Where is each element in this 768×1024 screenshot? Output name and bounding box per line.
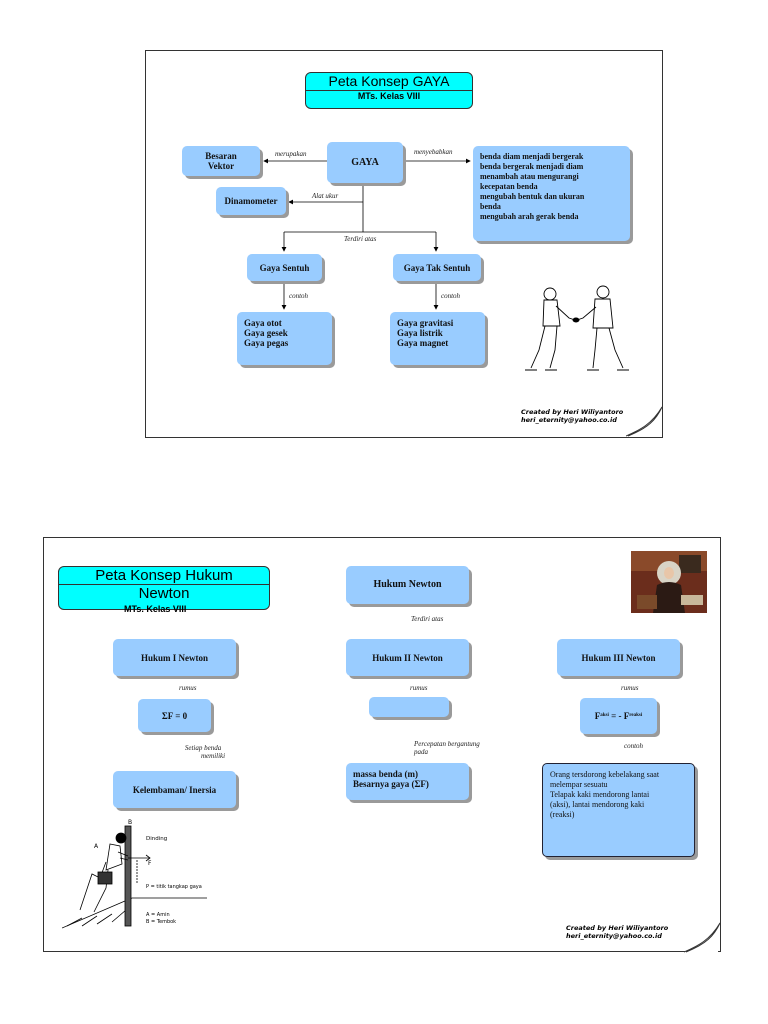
node-massa-gaya: massa benda (m)Besarnya gaya (ΣF) [346, 763, 469, 800]
example-line: Telapak kaki mendorong lantai [550, 790, 650, 799]
effect-line: benda diam menjadi bergerak [480, 152, 584, 161]
effect-line: menambah atau mengurangi [480, 172, 579, 181]
f-reaksi-sub: reaksi [629, 713, 643, 718]
page-title-line2: Newton [59, 584, 269, 602]
concept-map-gaya-page [145, 50, 663, 438]
label-terdiri-atas: Terdiri atas [344, 235, 377, 243]
example-line: Gaya otot [244, 318, 282, 328]
effect-line: benda bergerak menjadi diam [480, 162, 584, 171]
title-box-2: Peta Konsep Hukum Newton [58, 566, 270, 610]
node-gaya-sentuh: Gaya Sentuh [247, 254, 322, 281]
credit-block-2: Created by Heri Wiliyantoro heri_eternit… [566, 924, 668, 940]
node-hukum-newton: Hukum Newton [346, 566, 469, 604]
fig-label-b: B [128, 819, 132, 826]
node-hukum-1: Hukum I Newton [113, 639, 236, 676]
fig-label-f: F [148, 860, 152, 867]
label-rumus-3: rumus [621, 684, 639, 692]
example-line: melempar sesuatu [550, 780, 608, 789]
example-line: Gaya gravitasi [397, 318, 454, 328]
example-line: Orang tersdorong kebelakang saat [550, 770, 660, 779]
credit-block: Created by Heri Wiliyantoro heri_eternit… [521, 408, 623, 424]
node-hukum-3-examples: Orang tersdorong kebelakang saat melempa… [542, 763, 695, 857]
f-reaksi: = - F [608, 711, 630, 721]
label-percepatan: Percepatan bergantung pada [414, 740, 480, 756]
node-gaya: GAYA [327, 142, 403, 183]
page-title-line1: Peta Konsep Hukum [95, 567, 233, 584]
percepatan-line2: pada [414, 748, 428, 756]
credit-author: Created by Heri Wiliyantoro [521, 408, 624, 416]
effect-line: mengubah arah gerak benda [480, 212, 579, 221]
example-line: (aksi), lantai mendorong kaki [550, 800, 645, 809]
label-terdiri-atas-2: Terdiri atas [411, 615, 444, 623]
page-subtitle: MTs. Kelas VIII [306, 90, 472, 101]
f-aksi-sub: aksi [600, 713, 609, 718]
page-curl-fold-2 [684, 922, 721, 953]
page-title: Peta Konsep GAYA [328, 73, 450, 89]
node-kelembaman: Kelembaman/ Inersia [113, 771, 236, 808]
newton-portrait [631, 551, 707, 613]
node-hukum-3: Hukum III Newton [557, 639, 680, 676]
setiap-benda-line2: memiliki [201, 752, 226, 760]
example-line: Gaya listrik [397, 328, 443, 338]
page-curl-fold [626, 406, 663, 437]
percepatan-line1: Percepatan bergantung [414, 740, 480, 748]
label-alat-ukur: Alat ukur [312, 192, 339, 200]
page-subtitle-2: MTs. Kelas VIII [124, 604, 187, 614]
label-menyebabkan: menyebabkan [414, 148, 453, 156]
dependency-line: massa benda (m) [353, 769, 419, 779]
effect-line: mengubah bentuk dan ukuran [480, 192, 585, 201]
node-hukum-2-formula [369, 697, 449, 717]
skaters-illustration [525, 285, 629, 371]
setiap-benda-line1: Setiap benda [184, 744, 222, 752]
node-sigma-f: ΣF = 0 [138, 699, 211, 732]
fig-label-a: A [94, 843, 99, 850]
fig-label-amin: A = Amin [146, 912, 170, 918]
fig-label-dinding: Dinding [146, 836, 167, 842]
example-line: (reaksi) [550, 810, 575, 819]
label-contoh-right: contoh [441, 292, 461, 300]
fig-label-tembok: B = Tembok [146, 919, 176, 925]
title-box: Peta Konsep GAYA MTs. Kelas VIII [305, 72, 473, 109]
label-contoh-left: contoh [289, 292, 309, 300]
label-rumus-2: rumus [410, 684, 428, 692]
wall-push-figure: B A F Dinding P = titik tangkap gaya A =… [62, 818, 207, 930]
label-rumus-1: rumus [179, 684, 197, 692]
credit-email: heri_eternity@yahoo.co.id [521, 416, 617, 424]
example-line: Gaya pegas [244, 338, 289, 348]
example-line: Gaya magnet [397, 338, 449, 348]
dependency-line: Besarnya gaya (ΣF) [353, 779, 429, 789]
credit-email-2: heri_eternity@yahoo.co.id [566, 932, 662, 940]
label-contoh-2: contoh [624, 742, 644, 750]
label-merupakan: merupakan [275, 150, 307, 158]
node-dinamometer: Dinamometer [216, 187, 286, 215]
fig-label-p: P = titik tangkap gaya [146, 884, 202, 890]
node-besaran-vektor: Besaran Vektor [182, 146, 260, 176]
effect-line: kecepatan benda [480, 182, 538, 191]
f-aksi: F [594, 711, 601, 721]
node-gaya-tak-sentuh: Gaya Tak Sentuh [393, 254, 481, 281]
example-line: Gaya gesek [244, 328, 288, 338]
effect-line: benda [480, 202, 501, 211]
credit-author-2: Created by Heri Wiliyantoro [566, 924, 669, 932]
label-setiap-benda: Setiap benda memiliki [181, 744, 225, 760]
node-hukum-2: Hukum II Newton [346, 639, 469, 676]
